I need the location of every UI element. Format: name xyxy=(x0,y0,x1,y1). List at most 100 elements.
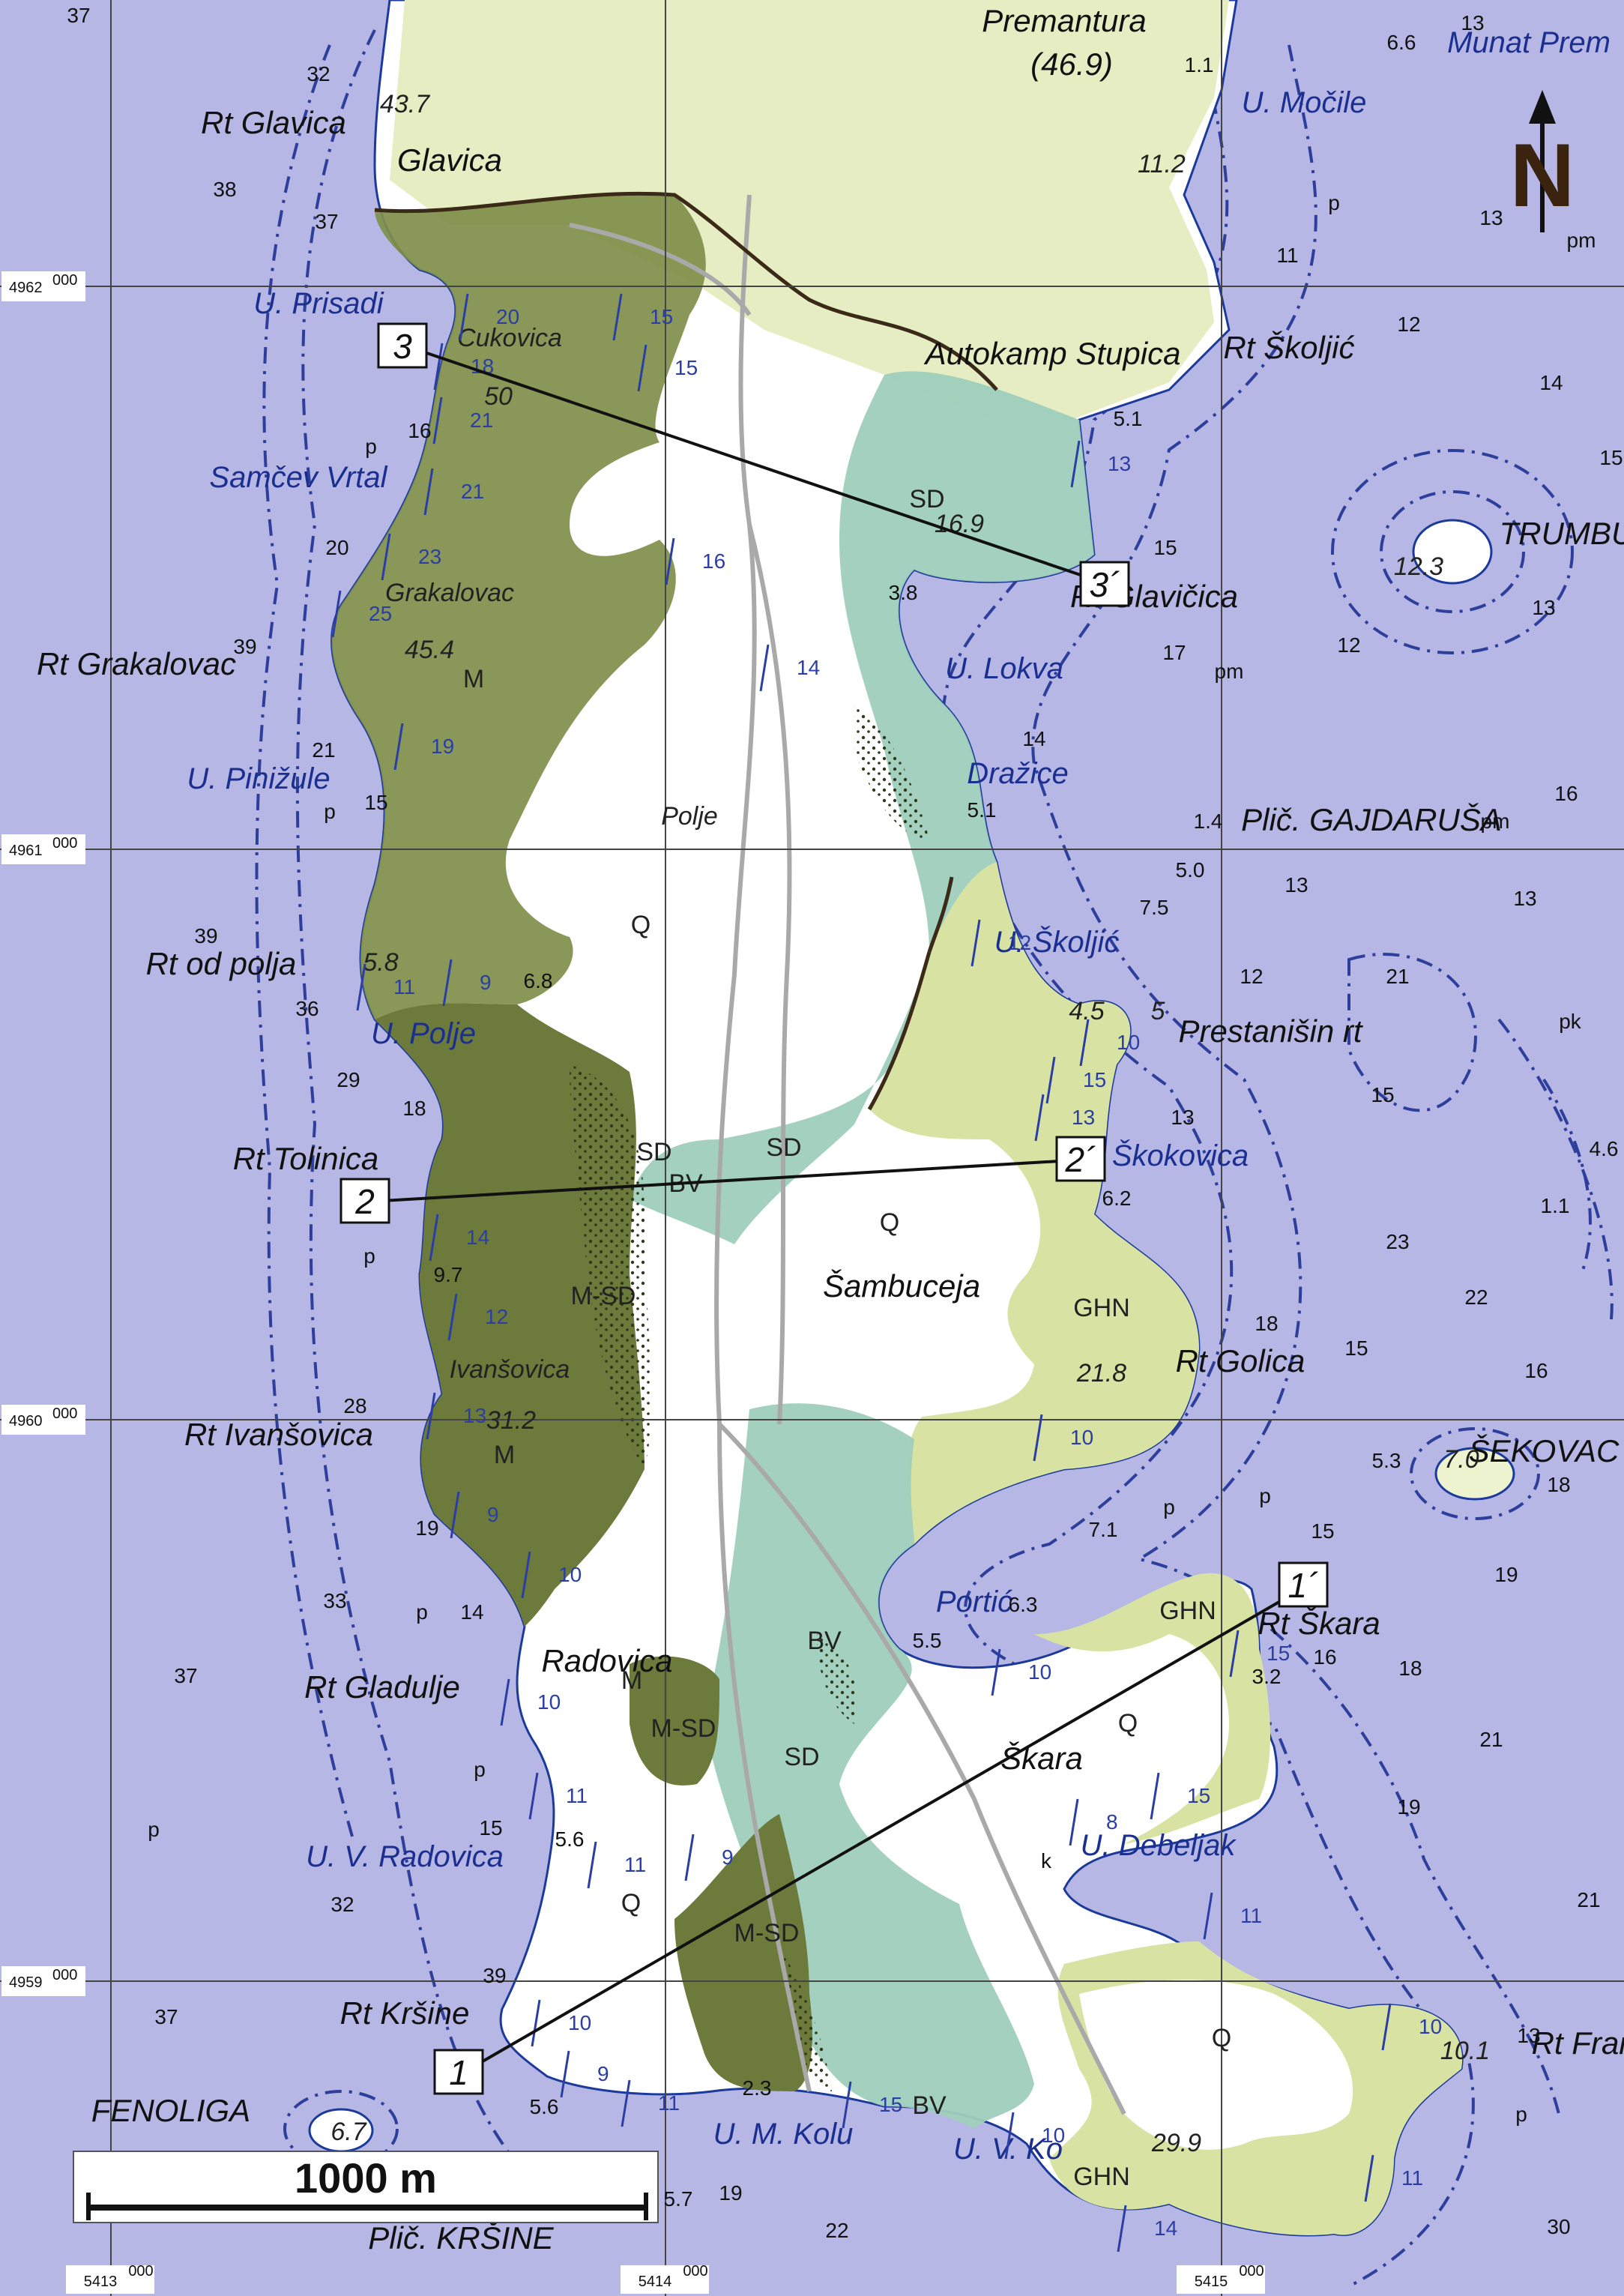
water-label: U. Prisadi xyxy=(253,287,384,320)
depth-value: p xyxy=(1515,2103,1527,2126)
spot-height: 12.3 xyxy=(1394,552,1443,581)
spot-height: 5.8 xyxy=(363,948,398,977)
unit-GHN-middle xyxy=(869,862,1199,1544)
section-end-label: 3 xyxy=(393,327,412,366)
spot-height: 43.7 xyxy=(380,90,430,118)
depth-value: 32 xyxy=(330,1893,354,1916)
grid-label-box xyxy=(66,2265,154,2294)
dip-strike-symbol xyxy=(842,2081,852,2129)
dip-strike-symbol xyxy=(1079,1019,1090,1067)
section-end-label: 1 xyxy=(449,2053,468,2092)
grid-label-box xyxy=(1,1405,85,1435)
depth-value: p xyxy=(363,1244,375,1268)
dip-value: 19 xyxy=(431,735,454,758)
depth-value: 39 xyxy=(233,635,256,658)
water-label: Portić xyxy=(936,1585,1012,1618)
depth-value: 30 xyxy=(1547,2215,1570,2238)
grid-label-box xyxy=(1,271,85,301)
dip-value: 15 xyxy=(879,2093,902,2116)
dip-strike-symbol xyxy=(393,723,404,771)
dip-value: 13 xyxy=(1108,452,1131,475)
depth-value: 15 xyxy=(1153,536,1177,559)
dip-value: 11 xyxy=(658,2091,680,2115)
depth-value: 13 xyxy=(1461,11,1484,34)
spot-height: 29.9 xyxy=(1151,2129,1201,2157)
dip-value: 11 xyxy=(1401,2166,1423,2190)
depth-value: p xyxy=(1259,1484,1271,1507)
place-label: Rt Kršine xyxy=(340,1995,470,2031)
water-label: Munat Prem xyxy=(1447,26,1611,59)
depth-value: 5.0 xyxy=(1176,858,1205,882)
section-end-label: 1´ xyxy=(1288,1566,1319,1605)
depth-value: 37 xyxy=(67,4,90,27)
depth-value: 1.1 xyxy=(1541,1194,1570,1217)
unit-label: Q xyxy=(621,1889,641,1917)
depth-value: 15 xyxy=(479,1816,502,1839)
dip-value: 13 xyxy=(1072,1106,1095,1129)
depth-value: 6.8 xyxy=(524,969,553,992)
place-label: Rt Ivanšovica xyxy=(184,1417,373,1452)
place-label: Rt Franin xyxy=(1532,2025,1624,2061)
depth-value: 22 xyxy=(825,2219,848,2242)
grid-label-sup: 000 xyxy=(1239,2263,1264,2280)
dip-strike-symbol xyxy=(1033,1414,1043,1462)
spot-height: 7.0 xyxy=(1443,1445,1479,1474)
grid-label-sup: 000 xyxy=(128,2263,153,2280)
depth-value: 2.3 xyxy=(743,2076,772,2100)
depth-value: 6.2 xyxy=(1102,1187,1132,1210)
depth-value: 4.6 xyxy=(1590,1137,1619,1160)
depth-value: 6.6 xyxy=(1387,31,1416,54)
depth-value: 21 xyxy=(312,738,335,762)
unit-label: Q xyxy=(1118,1709,1138,1738)
dip-value: 15 xyxy=(1083,1068,1106,1091)
depth-value: 5.3 xyxy=(1372,1449,1401,1472)
dip-strike-symbol xyxy=(587,1841,597,1889)
place-label: Škara xyxy=(1000,1741,1083,1776)
dip-strike-symbol xyxy=(1364,2154,1374,2202)
dip-strike-symbol xyxy=(426,1392,436,1440)
dip-strike-symbol xyxy=(459,293,469,341)
boundaries xyxy=(374,191,998,1111)
depth-value: p xyxy=(416,1600,428,1624)
unit-BV-south xyxy=(779,1949,832,2091)
dip-strike-symbol xyxy=(1150,1772,1160,1820)
dip-strike-symbol xyxy=(665,537,675,585)
depth-value: 21 xyxy=(1386,965,1409,988)
premantura-town xyxy=(390,0,1229,420)
spot-height: 11.2 xyxy=(1138,150,1186,178)
depth-value: 5.7 xyxy=(664,2187,693,2211)
unit-label: SD xyxy=(784,1743,819,1771)
dip-value: 12 xyxy=(1008,931,1031,954)
dip-value: 11 xyxy=(393,975,415,998)
water-label: Dražice xyxy=(967,757,1069,790)
depth-value: 21 xyxy=(1479,1728,1503,1751)
dip-value: 9 xyxy=(722,1845,734,1869)
place-label: Rt Tolinica xyxy=(233,1141,379,1176)
section-line xyxy=(406,345,1110,586)
grid-label-box xyxy=(621,2265,709,2294)
depth-value: pm xyxy=(1481,810,1510,833)
depth-value: pm xyxy=(1215,660,1244,683)
grid-label-sup: 000 xyxy=(52,835,77,852)
dip-strike-symbol xyxy=(1203,1892,1213,1940)
dip-value: 10 xyxy=(1117,1031,1140,1054)
unit-MSD-south2 xyxy=(674,1814,812,2091)
unit-label: Q xyxy=(1212,2024,1231,2052)
scale-bar-box xyxy=(73,2151,659,2223)
unit-label: BV xyxy=(912,2091,947,2120)
depth-value: 33 xyxy=(323,1589,346,1612)
water-label: U. Močile xyxy=(1242,86,1367,119)
unit-label: M xyxy=(621,1666,642,1695)
water-label: U. Polje xyxy=(371,1017,476,1050)
dip-value: 10 xyxy=(558,1563,582,1586)
depth-value: 11 xyxy=(1276,244,1298,267)
depth-value: 9.7 xyxy=(434,1263,463,1286)
depth-value: 12 xyxy=(1397,313,1420,336)
unit-label: GHN xyxy=(1159,1597,1216,1625)
land-toponym: Grakalovac xyxy=(385,579,514,607)
place-label: TRUMBUJA xyxy=(1500,516,1624,551)
dip-value: 23 xyxy=(418,545,441,568)
dip-value: 15 xyxy=(650,305,673,328)
dip-value: 21 xyxy=(470,409,493,432)
